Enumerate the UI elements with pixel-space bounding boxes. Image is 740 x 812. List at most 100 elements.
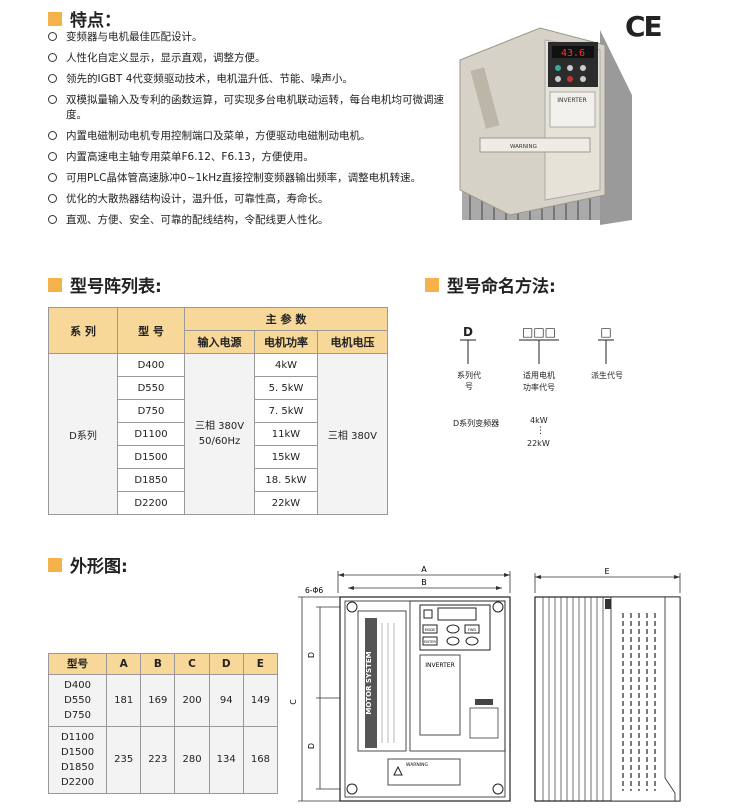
svg-text:B: B	[421, 578, 427, 587]
section-marker-icon	[425, 277, 439, 292]
feature-item: 内置电磁制动电机专用控制端口及菜单，方便驱动电磁制动电机。	[48, 129, 448, 144]
label-power-code: 适用电机 功率代号	[523, 371, 555, 392]
features-title: 特点：	[48, 6, 121, 31]
svg-text:INVERTER: INVERTER	[557, 97, 587, 104]
svg-text:D: D	[307, 743, 316, 749]
svg-text:D: D	[307, 652, 316, 658]
svg-text:INVERTER: INVERTER	[425, 662, 455, 669]
dim-header: A	[106, 653, 142, 675]
cell-voltage: 三相 380V	[316, 353, 389, 515]
hole-spec: 6-Φ6	[305, 586, 323, 595]
cell-dimension: 134	[208, 726, 244, 794]
label-derived-code: 派生代号	[591, 371, 623, 380]
feature-item: 双模拟量输入及专利的函数运算，可实现多台电机联动运转，每台电机均可微调速度。	[48, 93, 448, 123]
cell-power: 11kW	[254, 422, 318, 446]
cell-power: 18. 5kW	[254, 468, 318, 492]
section-marker-icon	[48, 557, 62, 572]
cell-power: 5. 5kW	[254, 376, 318, 400]
example-dots: ⋮	[536, 426, 545, 436]
cell-dimension: 181	[106, 674, 142, 727]
cell-dimension: 168	[242, 726, 279, 794]
table-row: D1100 11kW	[49, 422, 388, 446]
example-power-from: 4kW	[530, 416, 548, 425]
circle-bullet-icon	[48, 215, 57, 224]
circle-bullet-icon	[48, 32, 57, 41]
side-view-drawing: E	[534, 567, 681, 802]
front-view-drawing: A B C D D 6-Φ6 MOTOR SYSTEM MODE FWD ENT…	[290, 565, 511, 802]
table-row: D1850 18. 5kW	[49, 468, 388, 492]
model-name: D1100	[60, 732, 95, 743]
feature-item: 可用PLC晶体管高速脉冲0~1kHz直接控制变频器输出频率，调整电机转速。	[48, 171, 448, 186]
dim-header: B	[140, 653, 176, 675]
features-list: 变频器与电机最佳匹配设计。人性化自定义显示，显示直观，调整方便。领先的IGBT …	[48, 30, 448, 234]
th-model: 型 号	[117, 307, 185, 354]
svg-text:FWD: FWD	[468, 628, 476, 632]
svg-text:WARNING: WARNING	[510, 144, 537, 150]
svg-text:A: A	[421, 565, 427, 574]
th-main-params: 主 参 数	[184, 307, 388, 331]
cell-power: 15kW	[254, 445, 318, 469]
code-power-boxes: □□□	[522, 325, 556, 339]
outline-title: 外形图:	[48, 552, 128, 577]
dim-header: 型号	[47, 653, 108, 675]
cell-power: 4kW	[254, 353, 318, 377]
model-name: D400	[64, 680, 91, 691]
cell-model: D2200	[117, 491, 185, 515]
th-input: 输入电源	[183, 330, 256, 354]
table-row: D750 7. 5kW	[49, 399, 388, 423]
dim-header: D	[208, 653, 244, 675]
model-name: D750	[64, 710, 91, 721]
circle-bullet-icon	[48, 74, 57, 83]
cell-model: D1100	[117, 422, 185, 446]
svg-text:MOTOR SYSTEM: MOTOR SYSTEM	[365, 651, 373, 714]
cell-power: 22kW	[254, 491, 318, 515]
example-power-to: 22kW	[527, 439, 550, 448]
cell-series: D系列	[48, 353, 118, 515]
svg-text:C: C	[290, 699, 298, 705]
svg-text:ENTER: ENTER	[424, 640, 436, 644]
code-d: D	[463, 325, 473, 339]
cell-input: 三相 380V 50/60Hz	[183, 353, 256, 515]
cell-dimension: 223	[140, 726, 176, 794]
th-series: 系 列	[48, 307, 118, 354]
cell-model: D550	[117, 376, 185, 400]
product-photo: 43.6 INVERTER WARNING	[459, 27, 632, 225]
feature-item: 优化的大散热器结构设计，温升低，可靠性高，寿命长。	[48, 192, 448, 207]
th-power: 电机功率	[254, 330, 318, 354]
naming-diagram: D □□□ □	[460, 325, 614, 364]
circle-bullet-icon	[48, 131, 57, 140]
cell-model: D750	[117, 399, 185, 423]
svg-text:WARNING: WARNING	[406, 762, 428, 768]
cell-model: D400	[117, 353, 185, 377]
model-name: D1500	[60, 747, 95, 758]
circle-bullet-icon	[48, 95, 57, 104]
led-display: 43.6	[561, 48, 585, 59]
circle-bullet-icon	[48, 173, 57, 182]
model-name: D550	[64, 695, 91, 706]
label-series-code: 系列代号	[457, 371, 481, 391]
th-voltage: 电机电压	[316, 330, 389, 354]
cell-dimension: 94	[208, 674, 244, 727]
cell-dimension: 169	[140, 674, 176, 727]
dim-header: C	[174, 653, 210, 675]
model-name: D1850	[60, 762, 95, 773]
feature-item: 人性化自定义显示，显示直观，调整方便。	[48, 51, 448, 66]
circle-bullet-icon	[48, 53, 57, 62]
circle-bullet-icon	[48, 152, 57, 161]
code-derived-box: □	[600, 325, 611, 339]
cell-model: D1850	[117, 468, 185, 492]
cell-dimension: 280	[174, 726, 210, 794]
feature-item: 领先的IGBT 4代变频驱动技术，电机温升低、节能、噪声小。	[48, 72, 448, 87]
circle-bullet-icon	[48, 194, 57, 203]
cell-power: 7. 5kW	[254, 399, 318, 423]
feature-item: 内置高速电主轴专用菜单F6.12、F6.13，方便使用。	[48, 150, 448, 165]
section-marker-icon	[48, 11, 62, 26]
table-row: D2200 22kW	[49, 491, 388, 515]
